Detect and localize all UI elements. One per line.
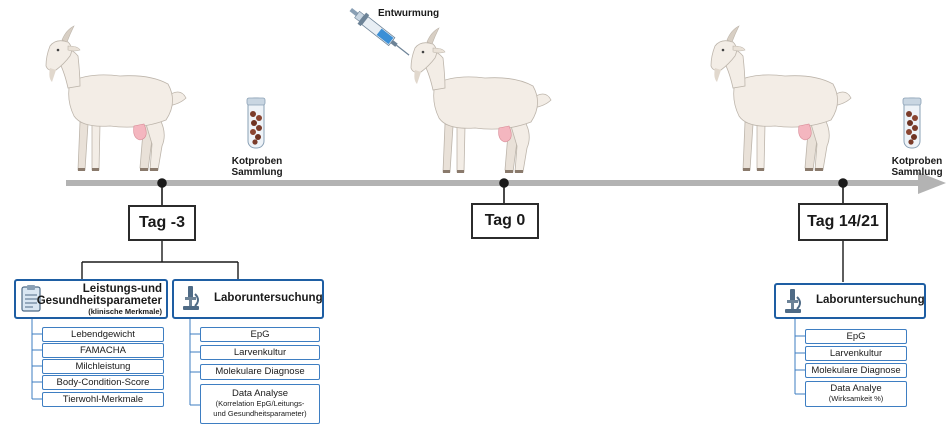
item-larvenkultur-left: Larvenkultur bbox=[200, 345, 320, 360]
sample-collection-label-1: Kotproben Sammlung bbox=[222, 156, 292, 178]
analysis-sub2-left: und Gesundheitsparameter) bbox=[213, 409, 307, 418]
microscope-icon bbox=[183, 286, 199, 310]
item-famacha: FAMACHA bbox=[42, 343, 164, 358]
analysis-sub-right: (Wirksamkeit %) bbox=[828, 394, 884, 403]
connector-lines bbox=[81, 240, 844, 282]
day-box-minus3: Tag -3 bbox=[128, 205, 196, 241]
left-header-line1: Leistungs-und bbox=[82, 283, 162, 295]
lab-header-text-left: Laboruntersuchung bbox=[214, 292, 323, 304]
performance-health-header: Leistungs-und Gesundheitsparameter (klin… bbox=[14, 279, 168, 319]
microscope-icon bbox=[785, 289, 801, 313]
timeline-arrow bbox=[66, 172, 946, 194]
item-milchleistung: Milchleistung bbox=[42, 359, 164, 374]
item-body-condition-score: Body-Condition-Score bbox=[42, 375, 164, 390]
lab-analysis-header-left: Laboruntersuchung bbox=[172, 279, 324, 319]
syringe-icon bbox=[349, 8, 410, 56]
item-epg-left: EpG bbox=[200, 327, 320, 342]
lab-header-text-right: Laboruntersuchung bbox=[816, 294, 925, 306]
analysis-title-left: Data Analyse bbox=[232, 388, 288, 399]
sample-tube-icon-2 bbox=[902, 97, 922, 149]
goat-illustration-2 bbox=[410, 27, 552, 174]
lab-analysis-header-right: Laboruntersuchung bbox=[774, 283, 926, 319]
item-data-analyse-left: Data Analyse (Korrelation EpG/Leitungs- … bbox=[200, 384, 320, 424]
day-box-0: Tag 0 bbox=[471, 203, 539, 239]
item-larvenkultur-right: Larvenkultur bbox=[805, 346, 907, 361]
sample-label-line1: Kotproben bbox=[891, 156, 943, 167]
goat-illustration-1 bbox=[45, 25, 187, 172]
analysis-sub1-left: (Korrelation EpG/Leitungs- bbox=[215, 399, 305, 408]
item-molekulare-diagnose-left: Molekulare Diagnose bbox=[200, 364, 320, 380]
sample-tube-icon-1 bbox=[246, 97, 266, 149]
item-molekulare-diagnose-right: Molekulare Diagnose bbox=[805, 363, 907, 378]
item-tierwohl-merkmale: Tierwohl-Merkmale bbox=[42, 392, 164, 407]
goat-illustration-3 bbox=[710, 25, 852, 172]
left-header-line3: (klinische Merkmale) bbox=[88, 307, 162, 316]
sample-label-line2: Sammlung bbox=[891, 167, 943, 178]
item-data-analyse-right: Data Analye (Wirksamkeit %) bbox=[805, 381, 907, 407]
deworming-label: Entwurmung bbox=[378, 8, 440, 19]
clipboard-icon bbox=[21, 285, 41, 312]
item-epg-right: EpG bbox=[805, 329, 907, 344]
sample-label-line1: Kotproben bbox=[231, 156, 283, 167]
item-lebendgewicht: Lebendgewicht bbox=[42, 327, 164, 342]
day-box-14-21: Tag 14/21 bbox=[798, 203, 888, 241]
sample-label-line2: Sammlung bbox=[231, 167, 283, 178]
analysis-title-right: Data Analye bbox=[830, 383, 882, 394]
sample-collection-label-2: Kotproben Sammlung bbox=[882, 156, 950, 178]
left-header-line2: Gesundheitsparameter bbox=[36, 295, 162, 307]
